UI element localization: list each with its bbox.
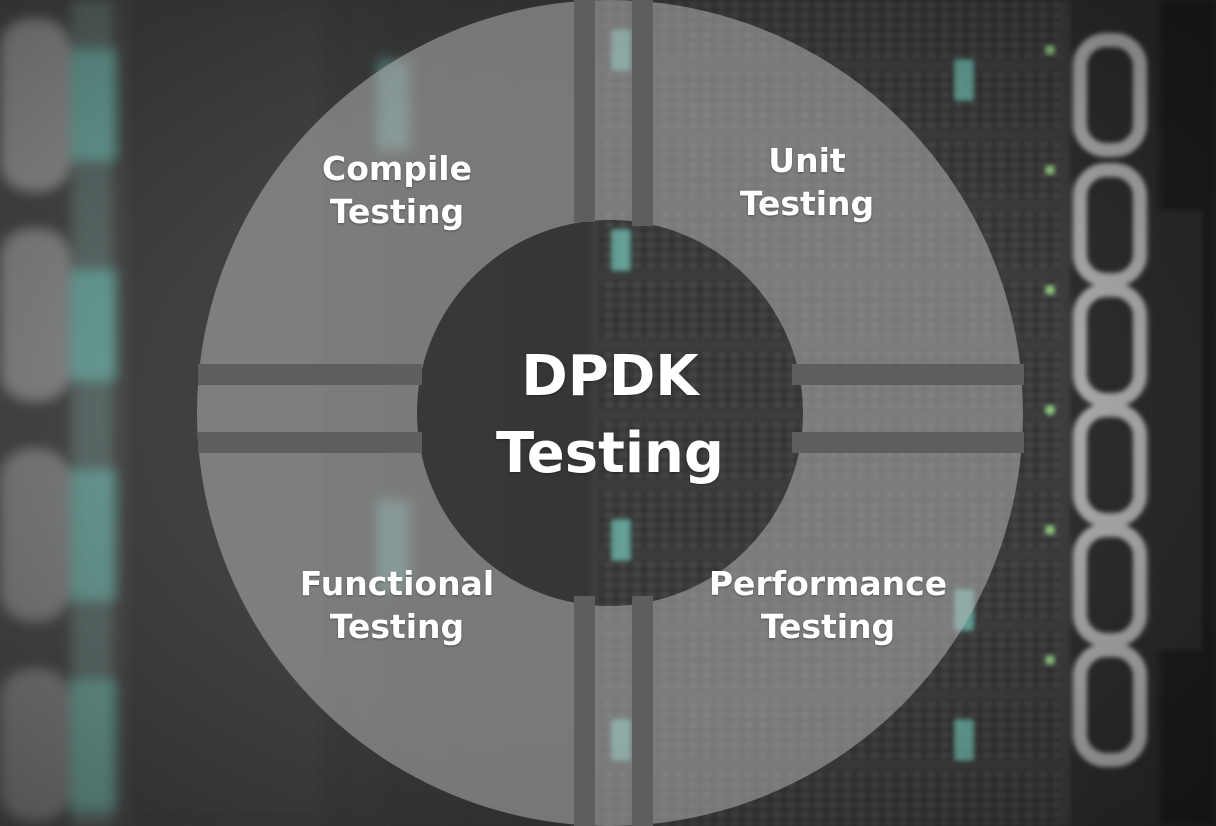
quadrant-unit-testing: Unit Testing: [647, 140, 967, 226]
ring-segments: [196, 0, 1023, 826]
quadrant-compile-testing: Compile Testing: [237, 148, 557, 234]
divider-right-lower: [792, 432, 1024, 453]
quadrant-performance-testing: Performance Testing: [668, 563, 988, 649]
divider-bottom-left: [574, 596, 595, 826]
quadrant-label-line2: Testing: [739, 183, 875, 223]
quadrant-label-line2: Testing: [329, 191, 465, 231]
quadrant-label-line2: Testing: [329, 606, 465, 646]
quadrant-label-line1: Performance: [708, 564, 948, 603]
divider-right-upper: [792, 364, 1024, 385]
quadrant-label-line1: Functional: [299, 564, 495, 603]
center-title: DPDK Testing: [440, 338, 780, 493]
quadrant-label-line1: Unit: [768, 141, 846, 180]
quadrant-functional-testing: Functional Testing: [237, 563, 557, 649]
center-title-line1: DPDK: [521, 344, 699, 409]
divider-top-right: [632, 0, 653, 226]
divider-left-lower: [198, 432, 422, 453]
quadrant-label-line2: Testing: [760, 606, 896, 646]
divider-left-upper: [198, 364, 422, 385]
divider-top-left: [574, 0, 595, 222]
quadrant-label-line1: Compile: [322, 149, 472, 188]
divider-bottom-right: [632, 596, 653, 826]
center-title-line2: Testing: [496, 421, 724, 487]
